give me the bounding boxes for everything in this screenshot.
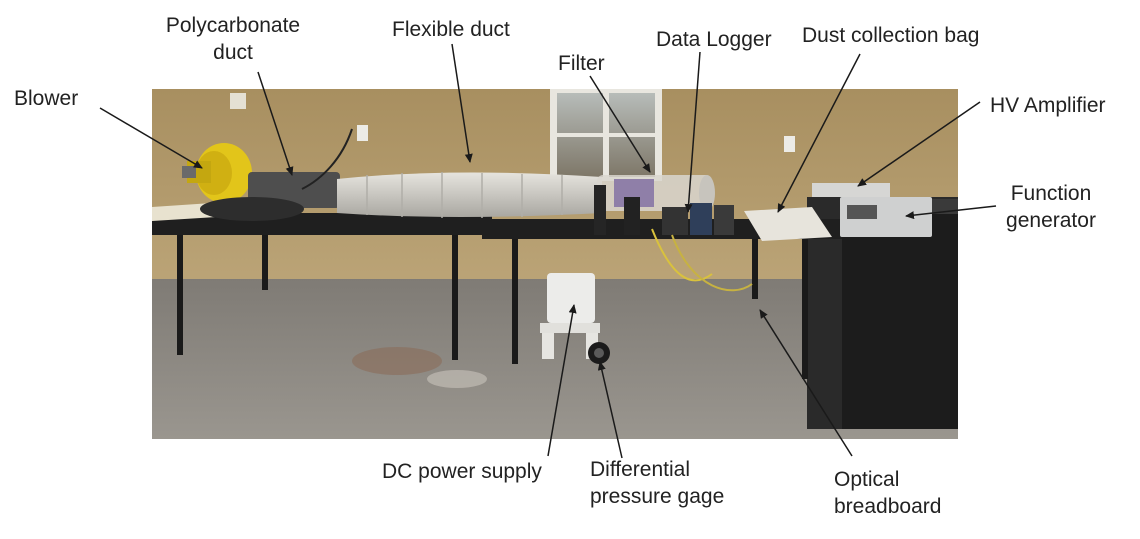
flexible-duct-body [337, 172, 602, 217]
blower-unit [182, 143, 252, 203]
label-flexible-duct: Flexible duct [392, 18, 510, 41]
mount-block [594, 185, 606, 235]
notebook [744, 207, 832, 241]
filter-end [699, 175, 715, 211]
data-logger-unit [662, 207, 688, 235]
wall-outlet [357, 125, 368, 141]
experimental-setup-photo [152, 89, 958, 439]
label-polycarbonate-duct: Polycarbonate duct [165, 14, 301, 64]
wall-outlet [784, 136, 795, 152]
window [550, 89, 662, 181]
floor-spot [427, 370, 487, 388]
data-logger-unit [714, 205, 734, 235]
data-logger-unit [690, 203, 712, 235]
function-generator-display [847, 205, 877, 219]
mount-block [624, 197, 640, 235]
cable [671, 234, 753, 292]
label-differential-pressure-gage: Differential pressure gage [590, 458, 725, 508]
duct-coupling [200, 197, 304, 221]
label-function-generator: Function generator [1006, 182, 1096, 232]
label-filter: Filter [558, 52, 605, 75]
pressure-gage-face [594, 348, 604, 358]
label-hv-amplifier: HV Amplifier [990, 94, 1106, 117]
cable [651, 228, 713, 282]
label-data-logger: Data Logger [656, 28, 772, 51]
cable [301, 128, 353, 190]
floor-stain [352, 347, 442, 375]
hv-amplifier-unit [812, 183, 890, 197]
label-dc-power-supply: DC power supply [382, 460, 542, 483]
flexible-duct-ribs [366, 172, 563, 218]
label-dust-collection-bag: Dust collection bag [802, 24, 980, 47]
label-optical-breadboard: Optical breadboard [834, 468, 942, 518]
wall-outlet [230, 93, 246, 109]
label-blower: Blower [14, 87, 79, 110]
